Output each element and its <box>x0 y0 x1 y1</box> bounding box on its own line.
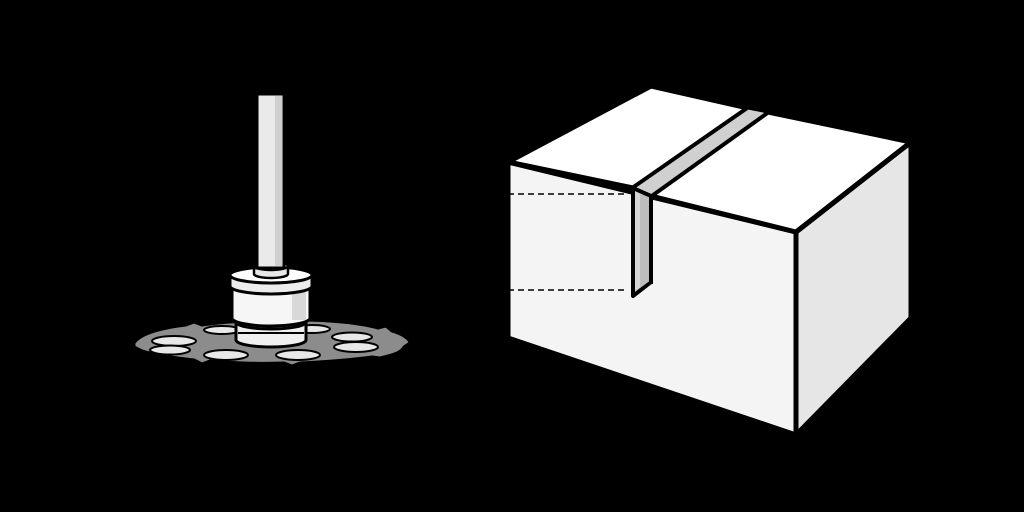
mandrel-shaft-shade <box>275 96 282 266</box>
wheel-hole <box>333 341 379 353</box>
wheel-hole <box>275 349 321 361</box>
mandrel-cutting-wheel-icon <box>132 92 412 368</box>
wheel-hole <box>149 344 191 356</box>
wheel-hole <box>203 349 249 361</box>
mandrel-hub <box>228 260 314 349</box>
wheel-hole <box>151 335 197 347</box>
hub-barrel <box>230 286 312 328</box>
hub-barrel-shade <box>292 292 306 320</box>
slotted-block-icon <box>505 83 914 438</box>
slot-inner-wall <box>640 194 651 288</box>
wheel-hole <box>331 331 373 343</box>
